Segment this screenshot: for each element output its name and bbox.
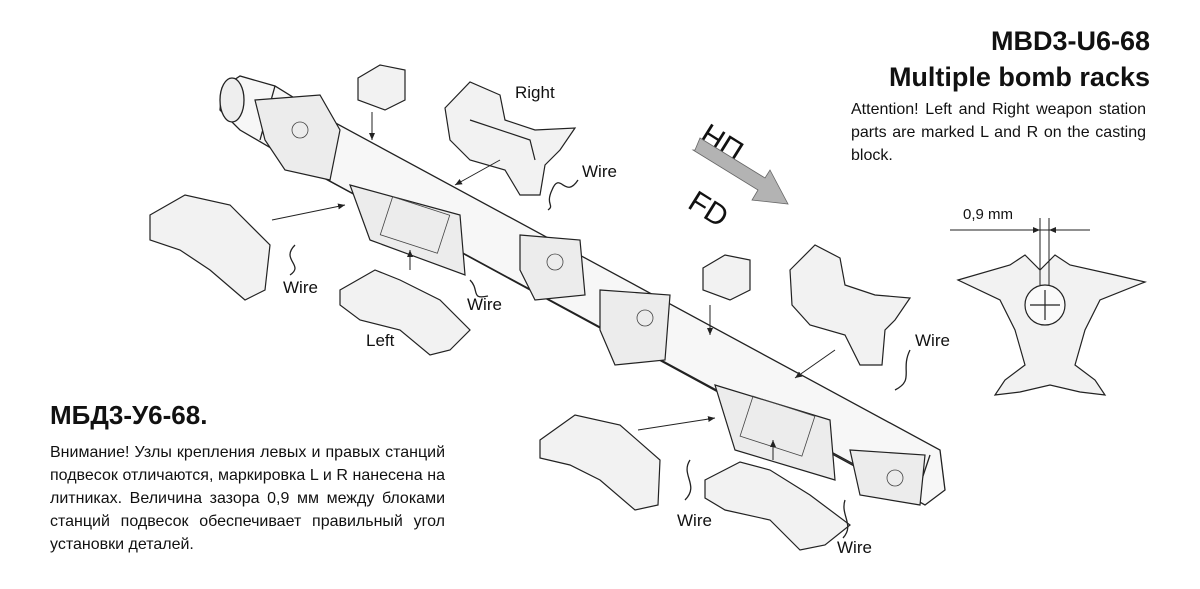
left-station-lower-part [704,461,851,551]
clamp-left [149,194,271,301]
label-wire-left-bottom: Wire [467,295,502,314]
label-wire-lower-clamp: Wire [677,511,712,530]
front-view-detail [956,254,1147,396]
beam-station-4 [599,289,671,366]
attention-note-en: Attention! Left and Right weapon station… [851,101,1146,164]
attention-note-ru: Внимание! Узлы крепления левых и правых … [50,444,445,553]
label-wire-lower-left: Wire [837,538,872,557]
wire-right-top [547,179,579,211]
wire-left-clamp [289,244,296,276]
top-block-left [357,64,406,111]
wire-lower-left [842,499,849,539]
wire-lower-clamp [684,459,692,501]
beam-station-2 [349,184,466,276]
russian-title: МБД3-У6-68. [50,400,208,430]
label-wire-right-top: Wire [582,162,617,181]
wire-right-lower [894,349,911,391]
right-station-top [444,81,577,196]
left-station-part [339,269,471,356]
beam-station-6 [849,449,926,506]
gap-dimension-label: 0,9 mm [963,206,1014,223]
right-station-lower [789,244,912,366]
label-left: Left [366,331,395,350]
label-right: Right [515,83,555,102]
top-block-right [702,254,751,301]
subtitle: Multiple bomb racks [888,62,1150,92]
clamp-lower [539,414,661,511]
label-wire-left-clamp: Wire [283,278,318,297]
arrow-clamp-lower [637,416,716,431]
arrow-right-station [454,159,501,186]
label-wire-right-lower: Wire [915,331,950,350]
arrow-clamp-left [271,203,346,221]
direction-arrow [691,137,789,205]
arrow-right-lower [794,349,836,379]
model-title: MBD3-U6-68 [990,26,1150,56]
wire-left-bottom [469,279,489,298]
beam-station-3 [519,234,586,301]
